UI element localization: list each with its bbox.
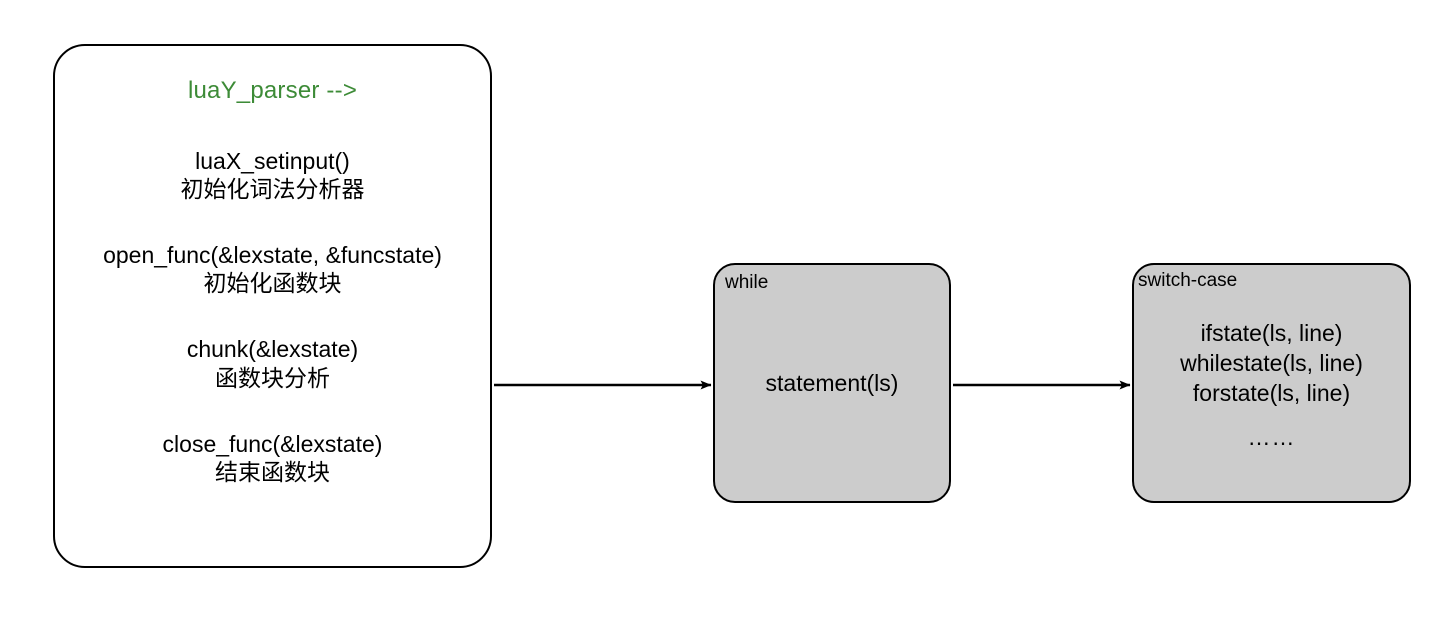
parser-step-4: close_func(&lexstate) 结束函数块: [55, 430, 490, 486]
while-corner-label: while: [725, 272, 769, 293]
switch-case-corner-label: switch-case: [1138, 270, 1238, 291]
parser-node-content: luaY_parser --> luaX_setinput() 初始化词法分析器…: [55, 46, 490, 486]
switch-case-body: ifstate(ls, line) whilestate(ls, line) f…: [1134, 265, 1409, 501]
parser-step-1: luaX_setinput() 初始化词法分析器: [55, 147, 490, 203]
parser-step-4-call: close_func(&lexstate): [162, 430, 383, 457]
switch-case-line-2: whilestate(ls, line): [1180, 350, 1363, 377]
parser-step-1-desc: 初始化词法分析器: [180, 176, 365, 203]
parser-step-1-call: luaX_setinput(): [195, 148, 350, 175]
parser-step-4-desc: 结束函数块: [215, 458, 330, 485]
node-switch-case[interactable]: switch-case ifstate(ls, line) whilestate…: [1132, 263, 1411, 503]
switch-case-line-3: forstate(ls, line): [1192, 380, 1351, 406]
parser-step-3-call: chunk(&lexstate): [186, 336, 359, 363]
parser-step-3-desc: 函数块分析: [215, 364, 330, 391]
parser-step-3: chunk(&lexstate) 函数块分析: [55, 335, 490, 391]
parser-step-2-desc: 初始化函数块: [203, 270, 342, 297]
while-body-text: statement(ls): [765, 369, 899, 396]
node-while-loop[interactable]: while statement(ls): [713, 263, 951, 503]
switch-case-line-1: ifstate(ls, line): [1200, 320, 1343, 347]
parser-title: luaY_parser -->: [187, 77, 358, 104]
parser-step-2: open_func(&lexstate, &funcstate) 初始化函数块: [55, 241, 490, 297]
node-luay-parser[interactable]: luaY_parser --> luaX_setinput() 初始化词法分析器…: [53, 44, 492, 568]
switch-case-ellipsis: ……: [1247, 423, 1296, 450]
parser-step-2-call: open_func(&lexstate, &funcstate): [103, 242, 442, 269]
